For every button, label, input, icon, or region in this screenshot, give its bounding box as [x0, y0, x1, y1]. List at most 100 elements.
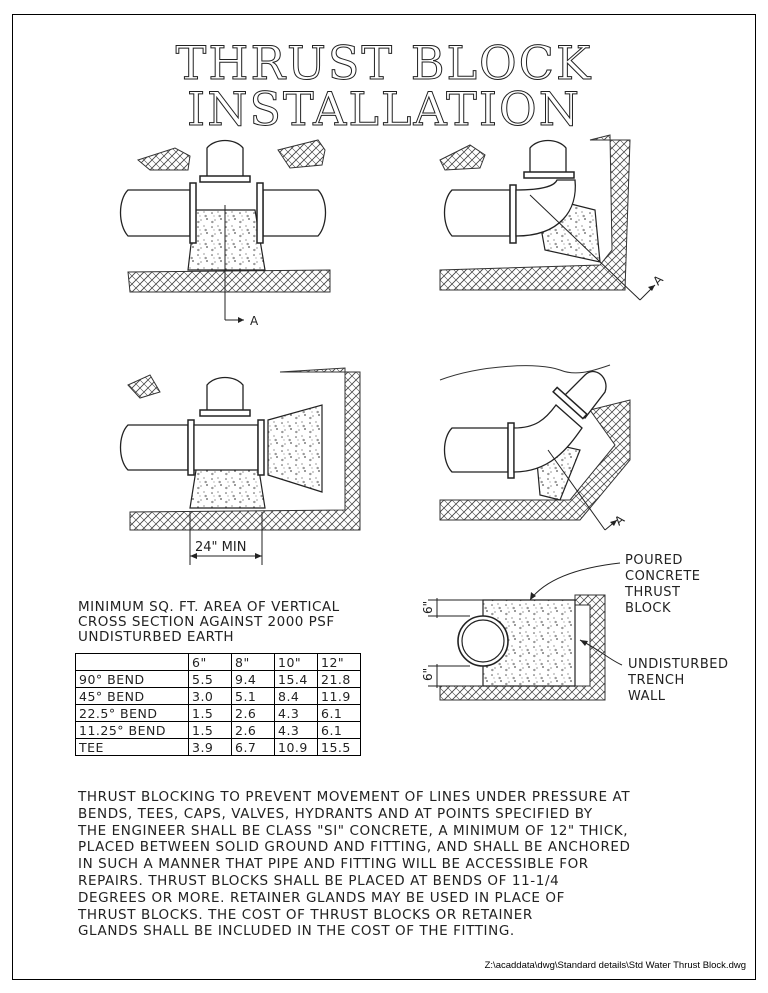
earth-line: [439, 364, 611, 381]
flange: [507, 422, 515, 479]
label-line: UNDISTURBED: [628, 657, 729, 672]
section-marker: A: [250, 314, 259, 328]
note-line: GLANDS SHALL BE INCLUDED IN THE COST OF …: [78, 923, 515, 940]
leader-line: [529, 562, 621, 601]
section-line: [547, 449, 606, 531]
label-line: TRENCH: [628, 673, 685, 688]
table-cell: 90° BEND: [75, 670, 189, 688]
pipe: [206, 376, 244, 413]
arrow-head: [610, 520, 617, 526]
table-cell: 6.7: [231, 738, 275, 756]
arrow-head: [238, 317, 244, 323]
note-line: BENDS, TEES, CAPS, VALVES, HYDRANTS AND …: [78, 805, 593, 822]
table-cell: 9.4: [231, 670, 275, 688]
bend-90-detail: A: [439, 134, 666, 301]
table-row: 11.25° BEND 1.5 2.6 4.3 6.1: [75, 721, 361, 739]
flange: [199, 409, 251, 417]
table-cell: 22.5° BEND: [75, 704, 189, 722]
table-cell: 2.6: [231, 721, 275, 739]
note-line: THE ENGINEER SHALL BE CLASS "SI" CONCRET…: [78, 822, 629, 839]
pipe: [119, 424, 189, 471]
thrust-block: [187, 209, 266, 271]
pipe: [443, 189, 511, 237]
label-line: THRUST: [625, 585, 681, 600]
flange: [509, 184, 517, 244]
table-cell: 45° BEND: [75, 687, 189, 705]
bend-fitting: [513, 404, 583, 473]
arrow-head: [648, 285, 655, 291]
table-row: 45° BEND 3.0 5.1 8.4 11.9: [75, 687, 361, 705]
flange: [257, 419, 265, 476]
table-header-cell: 6": [188, 653, 232, 671]
earth-hatch: [277, 139, 326, 169]
bend-fitting: [515, 179, 576, 237]
earth-hatch: [439, 144, 486, 171]
table-cell: 1.5: [188, 721, 232, 739]
dimension-label: 6": [421, 668, 435, 681]
table-cell: 11.25° BEND: [75, 721, 189, 739]
pipe: [443, 427, 509, 473]
label-line: POURED: [625, 553, 683, 568]
note-line: REPAIRS. THRUST BLOCKS SHALL BE PLACED A…: [78, 872, 560, 889]
general-note: THRUST BLOCKING TO PREVENT MOVEMENT OF L…: [78, 789, 708, 940]
table-cell: 4.3: [274, 704, 318, 722]
table-cell: 8.4: [274, 687, 318, 705]
table-header-cell: [75, 653, 189, 671]
caption-line: MINIMUM SQ. FT. AREA OF VERTICAL: [78, 599, 340, 615]
trench-wall-label: UNDISTURBED TRENCH WALL: [628, 657, 728, 705]
earth-hatch: [439, 134, 631, 291]
table-cell: 10.9: [274, 738, 318, 756]
table-cell: 21.8: [317, 670, 361, 688]
table-header-cell: 8": [231, 653, 275, 671]
earth-hatch: [127, 269, 331, 293]
flange: [256, 182, 264, 244]
arrow-head: [580, 640, 588, 646]
tee-fitting: [193, 424, 259, 471]
table-row: TEE 3.9 6.7 10.9 15.5: [75, 738, 361, 756]
table-row: 90° BEND 5.5 9.4 15.4 21.8: [75, 670, 361, 688]
dimension-label: 6": [421, 601, 435, 614]
note-line: THRUST BLOCKING TO PREVENT MOVEMENT OF L…: [78, 789, 631, 805]
table-cell: 6.1: [317, 704, 361, 722]
thrust-block: [267, 404, 323, 493]
label-line: WALL: [628, 689, 666, 704]
flange: [199, 175, 251, 183]
flange: [552, 386, 588, 420]
table-cell: 3.0: [188, 687, 232, 705]
caption-line: CROSS SECTION AGAINST 2000 PSF: [78, 614, 335, 630]
pipe: [262, 189, 327, 237]
pipe-section: [461, 619, 505, 663]
dimension-label: 24" MIN: [195, 540, 246, 555]
area-table: 6" 8" 10" 12" 90° BEND 5.5 9.4 15.4 21.8…: [75, 653, 361, 756]
arrow-head: [530, 592, 536, 600]
tee-detail: A: [119, 139, 331, 328]
file-path: Z:\acaddata\dwg\Standard details\Std Wat…: [484, 960, 746, 971]
table-cell: 15.5: [317, 738, 361, 756]
flange: [187, 419, 195, 476]
pipe: [529, 139, 567, 176]
table-cell: TEE: [75, 738, 189, 756]
note-line: IN SUCH A MANNER THAT PIPE AND FITTING W…: [78, 856, 589, 873]
flange: [523, 171, 575, 179]
pipe: [206, 139, 244, 181]
note-line: PLACED BETWEEN SOLID GROUND AND FITTING,…: [78, 839, 631, 856]
section-line: [529, 194, 641, 301]
table-cell: 4.3: [274, 721, 318, 739]
table-cell: 11.9: [317, 687, 361, 705]
section-view: 6" 6": [421, 562, 623, 701]
table-row: 22.5° BEND 1.5 2.6 4.3 6.1: [75, 704, 361, 722]
table-cell: 15.4: [274, 670, 318, 688]
table-cell: 3.9: [188, 738, 232, 756]
tee-plug-detail: 24" MIN: [119, 367, 361, 565]
caption-line: UNDISTURBED EARTH: [78, 629, 234, 645]
table-header-cell: 12": [317, 653, 361, 671]
earth-hatch: [129, 367, 361, 531]
label-line: CONCRETE: [625, 569, 701, 584]
section-marker: A: [612, 512, 628, 529]
table-header-row: 6" 8" 10" 12": [75, 653, 361, 671]
label-line: BLOCK: [625, 601, 672, 616]
note-line: DEGREES OR MORE. RETAINER GLANDS MAY BE …: [78, 889, 565, 906]
table-cell: 5.1: [231, 687, 275, 705]
drawing-title: THRUST BLOCK INSTALLATION: [175, 36, 593, 136]
